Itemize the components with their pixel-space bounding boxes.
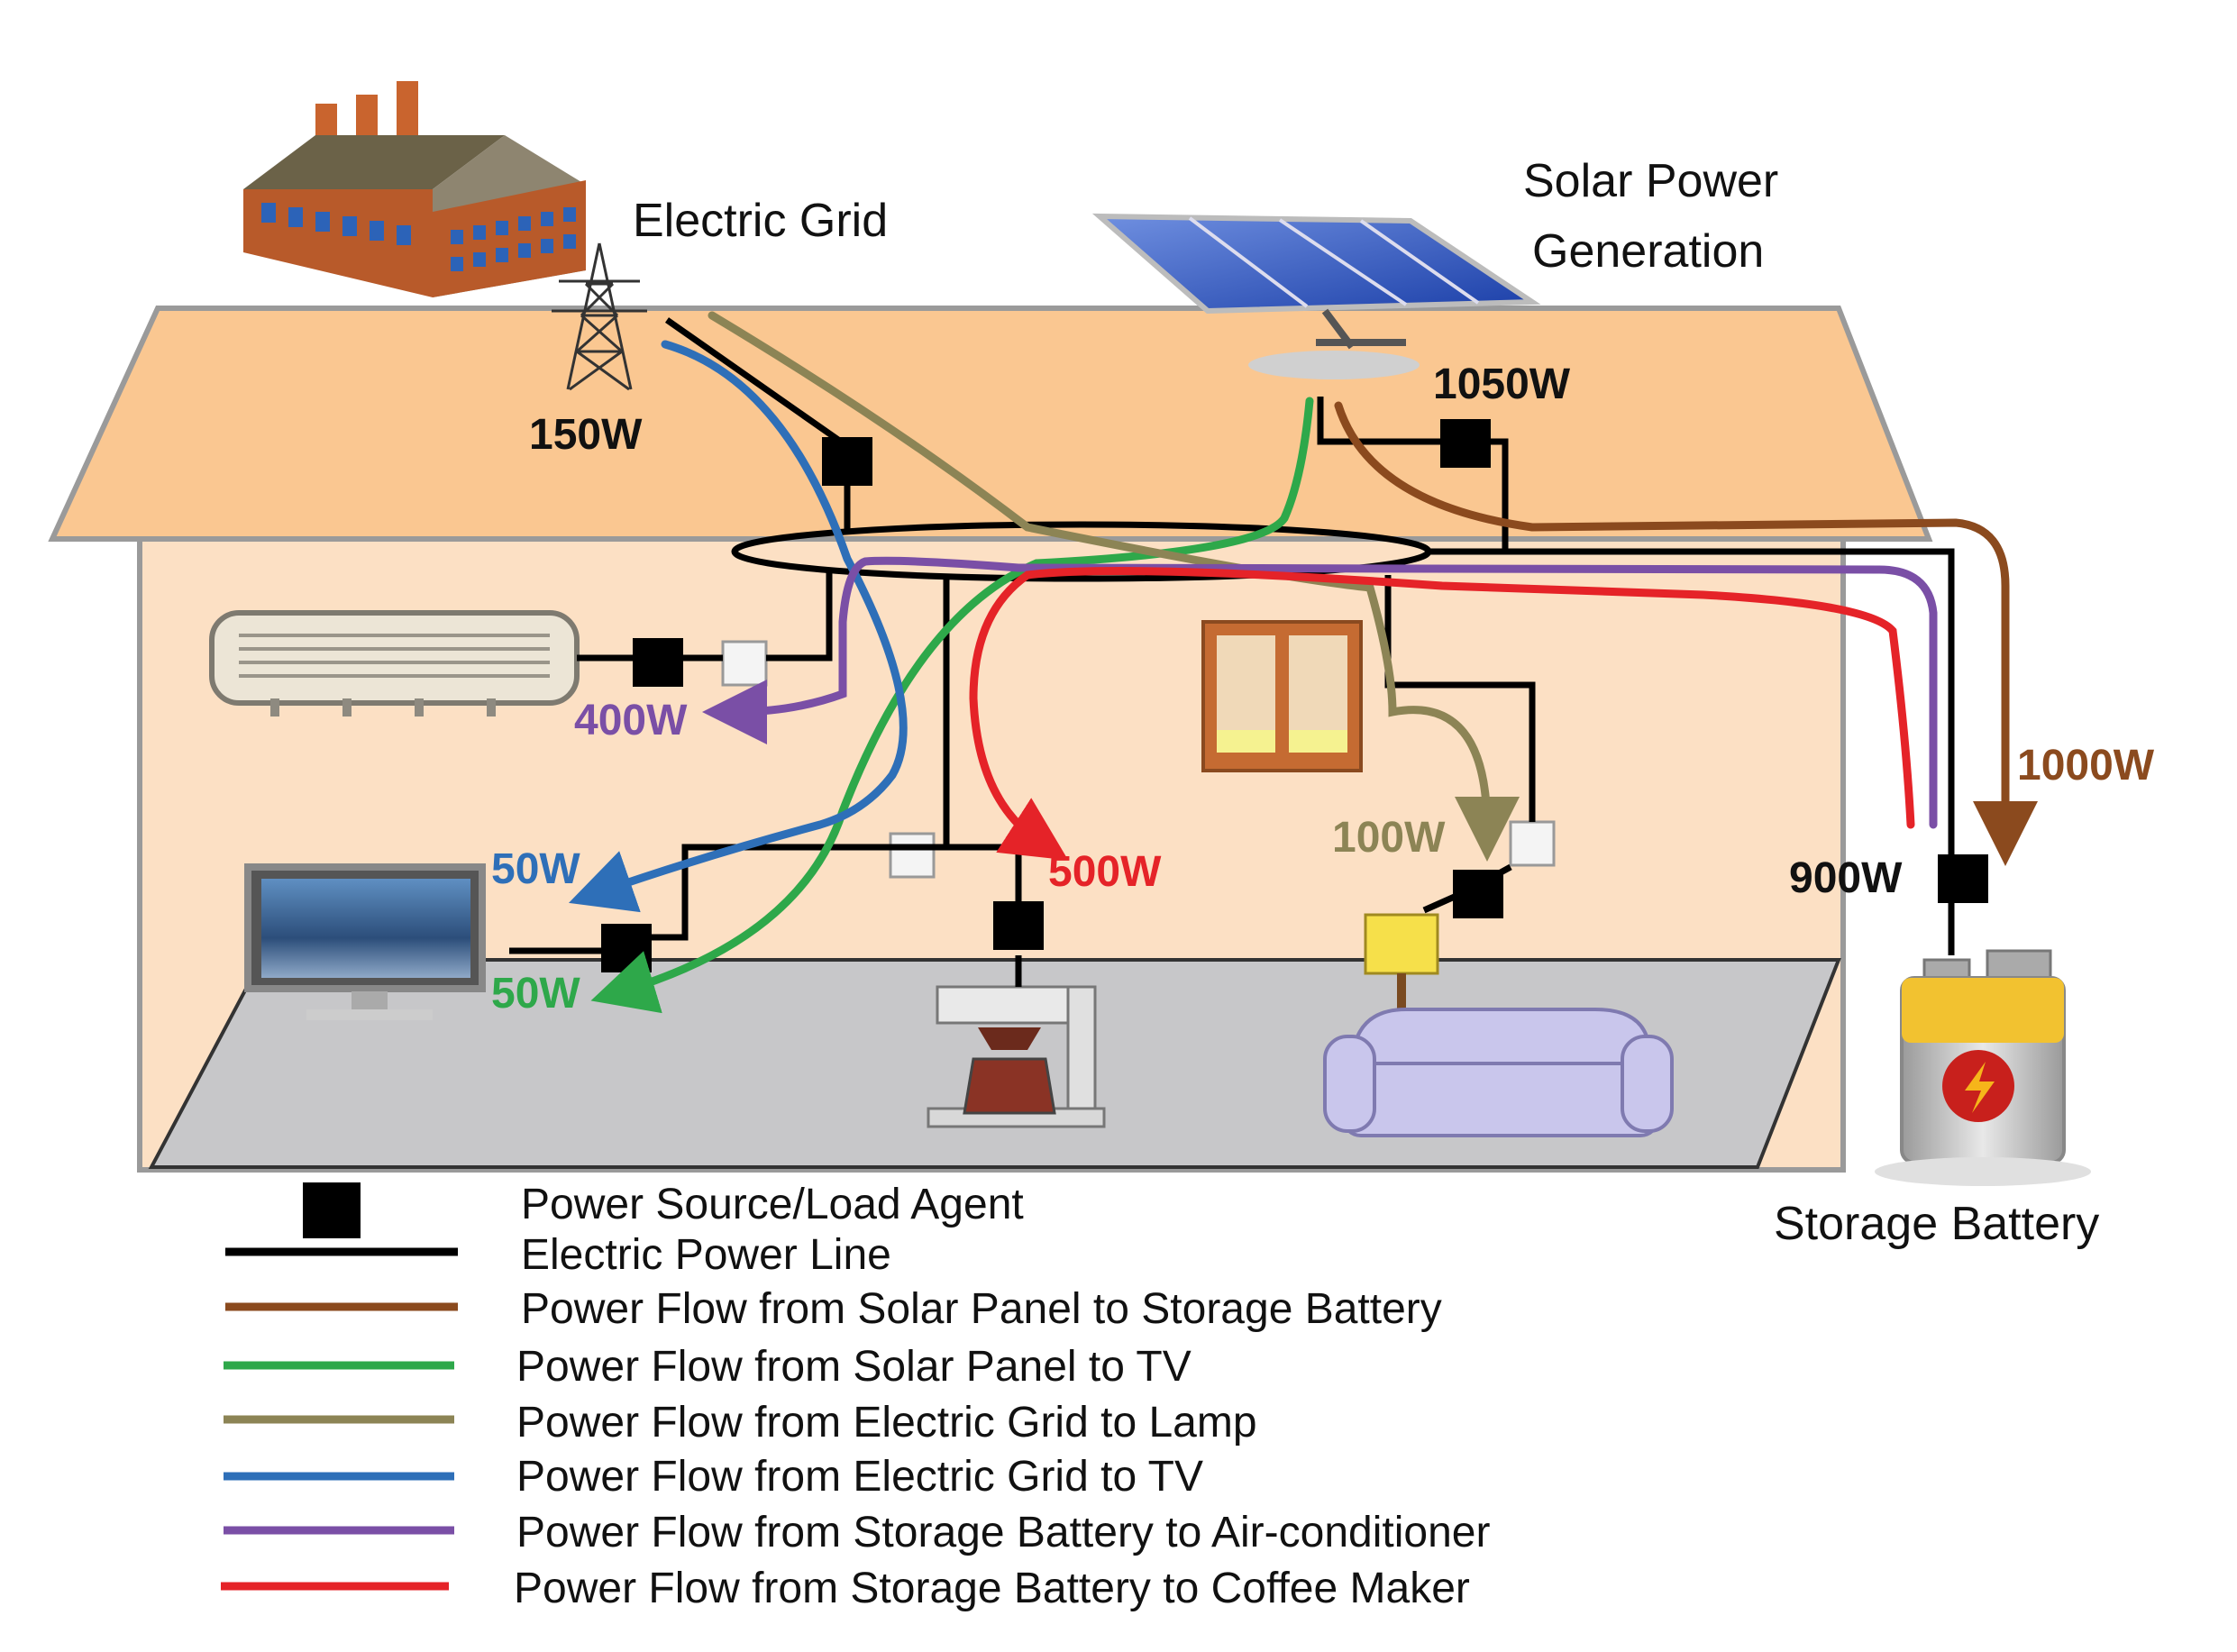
agent-ac (633, 638, 683, 687)
agent-tv (601, 924, 652, 972)
air-conditioner-icon (209, 610, 580, 716)
legend-text: Power Flow from Electric Grid to Lamp (516, 1399, 1257, 1447)
watt-lamp: 100W (1332, 814, 1446, 862)
watt-ac: 400W (574, 697, 688, 744)
flow-solar-to-battery (1334, 401, 2038, 866)
legend-text: Electric Power Line (521, 1231, 891, 1279)
tv-icon (244, 863, 486, 1020)
legend-text: Power Flow from Solar Panel to TV (516, 1343, 1192, 1391)
power-tower-icon (552, 242, 647, 391)
flow-grid-to-tv (568, 340, 908, 913)
label-electric-grid: Electric Grid (633, 195, 888, 247)
flow-battery-to-coffee (969, 567, 1915, 861)
power-flows (568, 311, 2038, 1014)
factory-icon (243, 81, 586, 297)
legend-text: Power Flow from Storage Battery to Coffe… (514, 1565, 1470, 1612)
lamp-icon (1364, 913, 1439, 1041)
legend-text: Power Flow from Solar Panel to Storage B… (521, 1285, 1442, 1333)
coffee-maker-icon (927, 985, 1106, 1128)
agents (601, 419, 1988, 972)
solar-panel-icon (1091, 213, 1541, 379)
agent-coffee (993, 901, 1044, 950)
agent-battery (1938, 854, 1988, 903)
legend-agent-swatch (303, 1182, 361, 1238)
watt-solar: 1050W (1433, 361, 1571, 408)
label-solar-line1: Solar Power (1523, 155, 1778, 207)
legend: Power Source/Load Agent Electric Power L… (221, 1181, 1490, 1612)
label-storage-battery: Storage Battery (1774, 1198, 2099, 1250)
watt-tv-solar: 50W (491, 970, 580, 1018)
legend-text: Power Flow from Storage Battery to Air-c… (516, 1509, 1490, 1556)
agent-solar (1440, 419, 1491, 468)
watt-grid: 150W (529, 411, 643, 459)
legend-text: Power Source/Load Agent (521, 1181, 1024, 1228)
battery-icon (1875, 949, 2091, 1186)
legend-text: Power Flow from Electric Grid to TV (516, 1453, 1203, 1501)
sofa-icon (1323, 1008, 1674, 1137)
watt-battery-in: 1000W (2017, 742, 2155, 789)
window-icon (1201, 620, 1363, 772)
watt-tv-grid: 50W (491, 845, 580, 893)
label-solar-line2: Generation (1532, 225, 1764, 278)
watt-battery-out: 900W (1789, 854, 1903, 902)
agent-grid (822, 437, 872, 486)
flow-battery-to-ac (702, 556, 1938, 829)
flow-solar-to-tv (590, 397, 1314, 1014)
agent-lamp (1453, 870, 1503, 918)
watt-coffee: 500W (1048, 848, 1162, 896)
